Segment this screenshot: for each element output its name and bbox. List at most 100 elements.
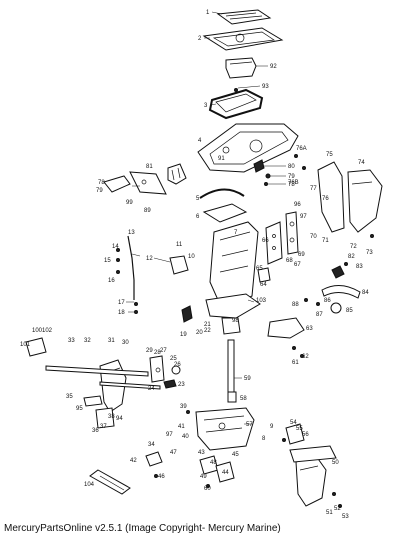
callout-65: 65 [256, 266, 263, 272]
clamp-screw-35 [83, 395, 103, 407]
cowl-gasket-plate [216, 9, 272, 25]
anode-23 [163, 379, 177, 389]
clip-80 [253, 159, 286, 173]
callout-19: 19 [180, 332, 187, 338]
callout-73: 73 [366, 250, 373, 256]
leader-lines [126, 11, 268, 425]
washer-85 [330, 302, 342, 314]
callout-25: 25 [170, 356, 177, 362]
callout-1: 1 [206, 10, 210, 16]
bracket-48 [215, 461, 235, 483]
callout-78: 78 [288, 182, 295, 188]
callout-70: 70 [310, 234, 317, 240]
callout-77: 77 [310, 186, 317, 192]
callout-83: 83 [356, 264, 363, 270]
callout-47: 47 [170, 450, 177, 456]
tilt-lever-84 [321, 285, 361, 299]
parts-diagram: 1 2 92 93 3 4 91 80 79 78 76A 76B 75 74 … [20, 9, 383, 520]
callout-91: 91 [218, 156, 225, 162]
callout-79-left: 79 [96, 188, 103, 194]
callout-94: 94 [116, 416, 123, 422]
callout-27: 27 [160, 348, 167, 354]
callout-95: 95 [76, 406, 83, 412]
callout-37: 37 [100, 424, 107, 430]
callout-60: 60 [204, 486, 211, 492]
callout-61: 61 [292, 360, 299, 366]
callout-39: 39 [180, 404, 187, 410]
hardware-dots [116, 88, 374, 508]
callout-43: 43 [198, 450, 205, 456]
callout-36: 36 [92, 428, 99, 434]
callout-49: 49 [200, 474, 207, 480]
callout-29: 29 [146, 348, 153, 354]
callout-87: 87 [316, 312, 323, 318]
callout-51: 51 [326, 510, 333, 516]
callout-labels: 1 2 92 93 3 4 91 80 79 78 76A 76B 75 74 … [20, 10, 373, 520]
callout-5: 5 [196, 196, 200, 202]
callout-13: 13 [128, 230, 135, 236]
callout-104: 104 [84, 482, 95, 488]
callout-50: 50 [332, 460, 339, 466]
callout-92: 92 [270, 64, 277, 70]
callout-76A: 76A [296, 146, 307, 152]
lower-cowl-tray [197, 123, 299, 173]
callout-69: 69 [298, 252, 305, 258]
callout-14: 14 [112, 244, 119, 250]
cover-74 [347, 169, 383, 233]
driveshaft-59 [227, 339, 235, 393]
callout-17: 17 [118, 300, 125, 306]
callout-85: 85 [346, 308, 353, 314]
callout-76: 76 [322, 196, 329, 202]
pin-42 [145, 451, 163, 467]
callout-45: 45 [232, 452, 239, 458]
block-11 [169, 255, 189, 275]
callout-40: 40 [182, 434, 189, 440]
callout-6: 6 [196, 214, 200, 220]
callout-30: 30 [122, 340, 129, 346]
callout-22: 22 [204, 328, 211, 334]
callout-23: 23 [178, 382, 185, 388]
callout-26: 26 [174, 362, 181, 368]
callout-31: 31 [108, 338, 115, 344]
shaft-31 [99, 381, 161, 390]
callout-15: 15 [104, 258, 111, 264]
mount-64 [257, 267, 271, 283]
callout-78-left: 78 [98, 180, 105, 186]
callout-100: 100 [32, 328, 43, 334]
callout-84: 84 [362, 290, 369, 296]
hook-78 [103, 175, 131, 193]
callout-44: 44 [222, 470, 229, 476]
callout-52: 52 [334, 506, 341, 512]
callout-101: 101 [20, 342, 31, 348]
sleeve-58 [227, 391, 237, 403]
seal-strip-5 [199, 188, 245, 199]
stud-20 [221, 317, 241, 335]
callout-3: 3 [204, 103, 208, 109]
callout-48: 48 [210, 460, 217, 466]
callout-102: 102 [42, 328, 53, 334]
spring-25 [171, 365, 181, 375]
seal-ring [208, 88, 264, 120]
knob-82 [331, 265, 345, 279]
callout-88: 88 [292, 302, 299, 308]
pin-79 [264, 173, 286, 186]
swivel-bracket-57 [195, 407, 255, 451]
driveshaft-housing [205, 221, 261, 319]
callout-67: 67 [294, 262, 301, 268]
shift-rod-13 [127, 235, 135, 300]
callout-4: 4 [198, 138, 202, 144]
callout-54: 54 [290, 420, 297, 426]
callout-74: 74 [358, 160, 365, 166]
callout-76B: 76B [288, 180, 299, 186]
callout-58: 58 [240, 396, 247, 402]
callout-9: 9 [270, 424, 274, 430]
clamp-63 [267, 317, 305, 339]
callout-55: 55 [296, 426, 303, 432]
callout-89: 89 [144, 208, 151, 214]
callout-96: 96 [294, 202, 301, 208]
image-caption: MercuryPartsOnline v2.5.1 (Image Copyrig… [4, 523, 281, 534]
callout-57: 57 [246, 422, 253, 428]
callout-32: 32 [84, 338, 91, 344]
callout-28: 28 [154, 350, 161, 356]
callout-72: 72 [350, 244, 357, 250]
